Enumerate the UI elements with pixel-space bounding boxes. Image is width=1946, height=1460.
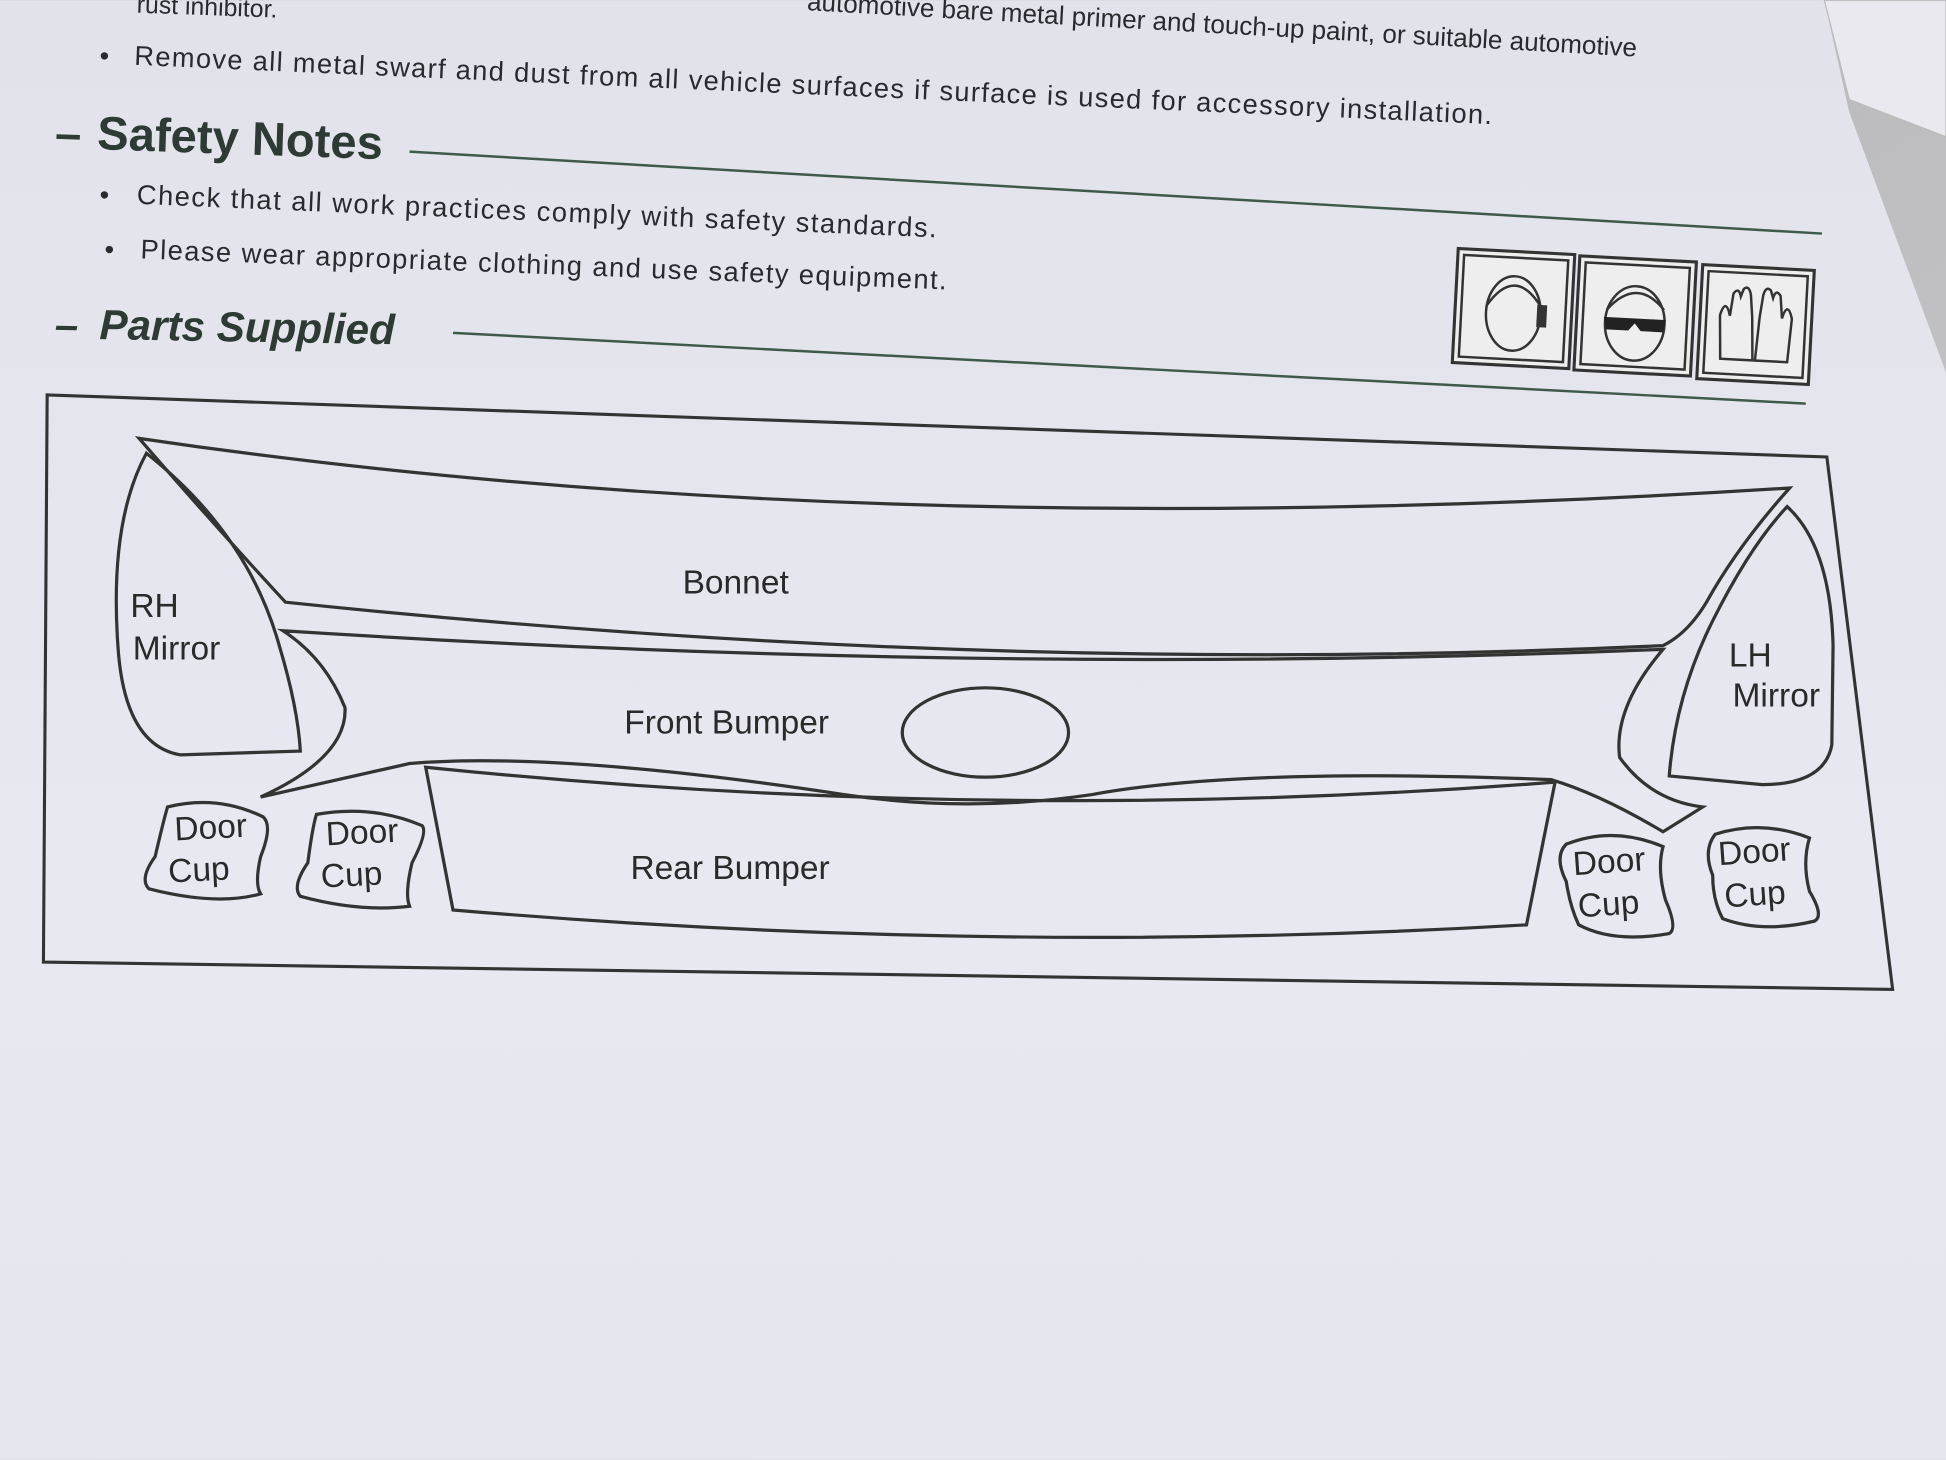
parts-supplied-heading: Parts Supplied [99, 301, 396, 353]
front-bumper-cutout [900, 686, 1071, 779]
gloves-icon [1695, 262, 1816, 387]
rear-bumper-shape [423, 765, 1558, 939]
bullet: • [104, 233, 115, 264]
rh-mirror-label-1: RH [130, 588, 178, 625]
bullet: • [99, 40, 110, 71]
bonnet-label: Bonnet [683, 564, 790, 601]
door-cup-shape [143, 800, 270, 901]
door-cup-label-1: Door [1717, 831, 1792, 873]
lh-mirror-shape [1667, 504, 1835, 787]
ear-protection-icon [1450, 246, 1577, 371]
door-cup-shape [295, 809, 426, 910]
lh-mirror-label-1: LH [1729, 638, 1772, 675]
safety-glasses-icon [1572, 254, 1699, 378]
door-cup-label-1: Door [173, 808, 247, 849]
door-cup-label-2: Cup [1577, 884, 1641, 925]
front-bumper-shape [259, 628, 1708, 834]
parts-supplied-section: – Parts Supplied Bonnet RH Mirror LH Mir… [41, 301, 1895, 991]
bonnet-shape [134, 436, 1794, 657]
rear-bumper-label: Rear Bumper [630, 850, 829, 887]
door-cup-shape [1706, 826, 1821, 929]
door-cup-label-1: Door [325, 813, 399, 854]
parts-diagram: Bonnet RH Mirror LH Mirror Front Bumper … [114, 436, 1835, 939]
paper-sheet-behind [1823, 0, 1946, 138]
parts-diagram-frame [41, 393, 1895, 991]
heading-rule [452, 331, 1806, 405]
door-cup-label-2: Cup [167, 850, 230, 890]
door-cup-label-1: Door [1572, 841, 1647, 883]
heading-dash: – [54, 106, 82, 160]
heading-dash: – [54, 301, 78, 348]
front-bumper-label: Front Bumper [624, 705, 829, 742]
door-cup-label-2: Cup [320, 855, 383, 895]
door-cup-shape [1558, 833, 1675, 939]
bullet: • [99, 179, 110, 210]
safety-notes-heading: Safety Notes [96, 106, 383, 169]
heading-rule [409, 150, 1822, 235]
door-cup-label-2: Cup [1723, 874, 1787, 915]
partial-text-left: rust inhibitor. [136, 0, 278, 24]
rh-mirror-shape [114, 450, 303, 757]
rh-mirror-label-2: Mirror [133, 630, 220, 667]
lh-mirror-label-2: Mirror [1733, 677, 1820, 714]
